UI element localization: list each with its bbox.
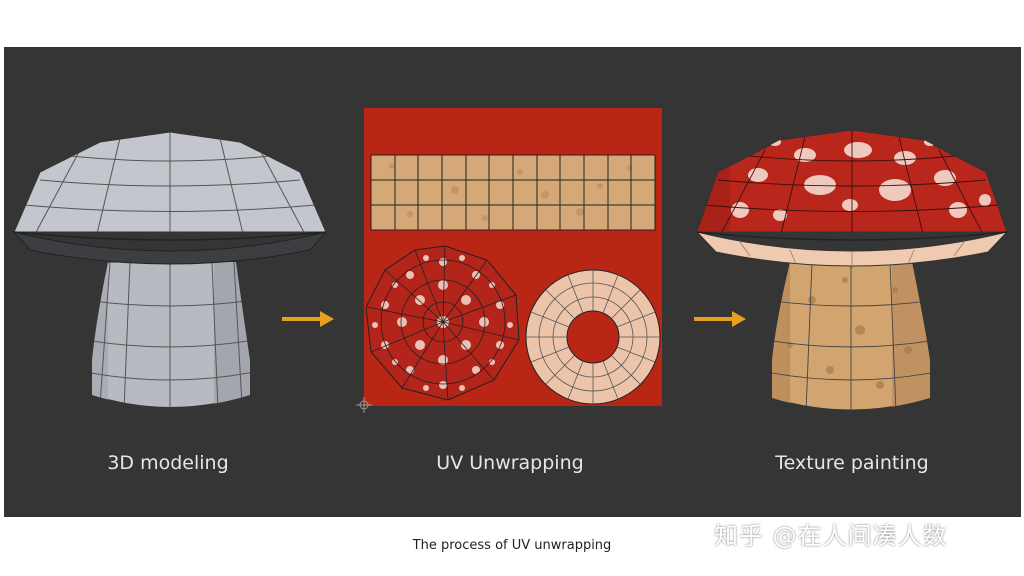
watermark: 知乎 @在人间凑人数 (714, 522, 948, 550)
stem-uv-strip (370, 154, 656, 231)
figure-caption: The process of UV unwrapping (412, 538, 612, 553)
textured-mushroom (695, 129, 1009, 411)
cap-underside-uv (525, 269, 661, 405)
uv-map (356, 108, 662, 413)
stage-label-unwrapping: UV Unwrapping (436, 452, 584, 474)
arrow-right-icon (694, 311, 746, 327)
arrow-right-icon (282, 311, 334, 327)
gray-model-mushroom (12, 131, 328, 408)
stage-label-texture: Texture painting (775, 452, 929, 474)
stage-label-modeling: 3D modeling (107, 452, 229, 474)
uv-cursor-icon (356, 397, 372, 413)
cap-top-uv (365, 245, 520, 401)
